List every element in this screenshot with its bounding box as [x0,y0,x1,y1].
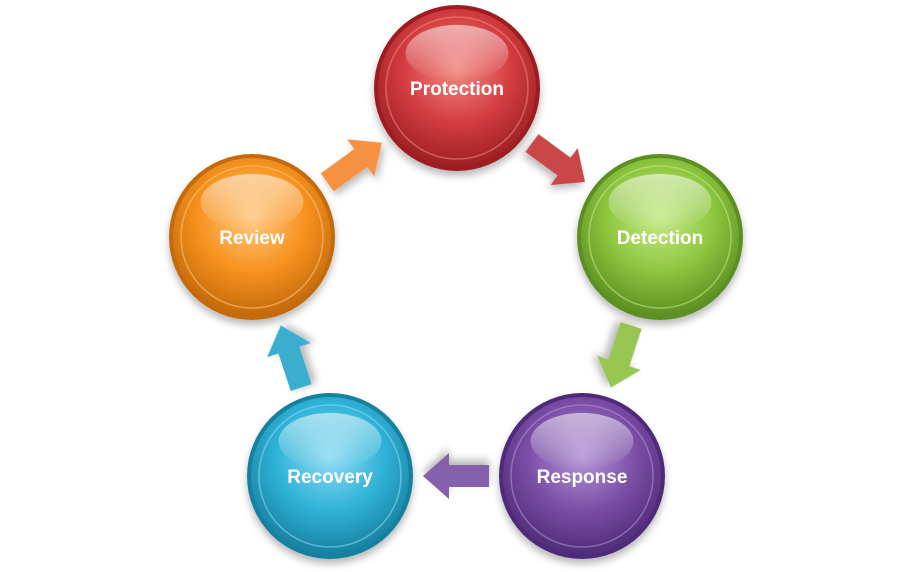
arrows-layer [267,134,642,499]
node-response: Response [499,393,665,559]
node-protection: Protection [374,5,540,171]
node-recovery-label: Recovery [287,467,373,488]
node-recovery-inner-ring [258,404,402,548]
arrow-recovery-to-review [267,325,312,392]
node-response-label: Response [537,467,628,488]
node-review: Review [169,154,335,320]
node-protection-label: Protection [410,79,504,100]
node-review-gloss [200,173,304,231]
arrow-protection-to-detection [525,134,586,186]
arrow-review-to-protection [320,139,382,192]
node-response-inner-ring [510,404,654,548]
node-protection-inner-ring [385,16,529,160]
node-recovery: Recovery [247,393,413,559]
node-detection-gloss [608,173,712,231]
node-detection: Detection [577,154,743,320]
node-detection-label: Detection [617,228,704,249]
arrow-detection-to-response [597,321,642,388]
node-review-inner-ring [180,165,324,309]
node-recovery-gloss [278,412,382,470]
node-detection-inner-ring [588,165,732,309]
arrow-response-to-recovery [423,453,489,499]
node-review-label: Review [219,228,285,249]
node-response-gloss [530,412,634,470]
node-protection-gloss [405,24,509,82]
